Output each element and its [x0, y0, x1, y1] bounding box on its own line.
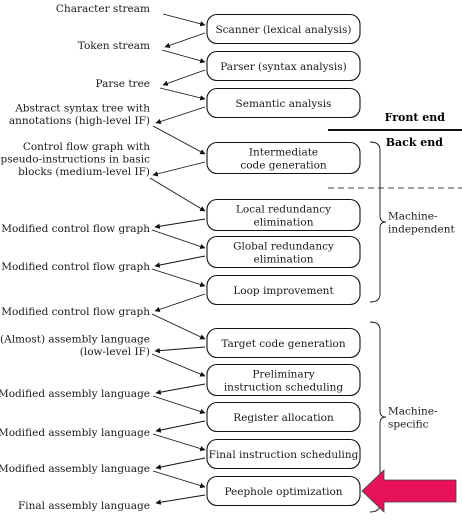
- highlight-arrow: [361, 469, 457, 513]
- flow-arrow: [155, 420, 206, 433]
- phase-box: Register allocation: [206, 401, 361, 433]
- data-label: Modified control flow graph: [1, 223, 150, 235]
- front-end-label: Front end: [385, 111, 446, 124]
- phase-label: Peephole optimization: [224, 486, 342, 498]
- flow-arrow: [152, 433, 206, 452]
- flow-arrow: [159, 87, 206, 101]
- flow-arrow: [161, 49, 206, 64]
- machine-independent-brace: [369, 141, 387, 303]
- front-back-divider: Front end Back end: [328, 111, 462, 189]
- data-label: Final assembly language: [18, 500, 150, 512]
- phase-label: Scanner (lexical analysis): [215, 24, 351, 36]
- data-label: Modified control flow graph: [1, 261, 150, 273]
- phase-label: Parser (syntax analysis): [220, 61, 347, 73]
- flow-arrow: [164, 32, 206, 48]
- flow-arrow: [154, 255, 206, 268]
- flow-arrow: [152, 395, 206, 415]
- flow-arrow: [155, 457, 206, 470]
- phase-box: Peephole optimization: [206, 475, 361, 507]
- data-label: Parse tree: [96, 78, 150, 90]
- flow-arrow: [155, 106, 206, 125]
- flow-arrow: [155, 494, 206, 505]
- phase-box: Target code generation: [206, 327, 361, 359]
- phase-box: Final instruction scheduling: [206, 438, 361, 470]
- flow-arrow: [154, 346, 206, 354]
- highlight-arrow-shape: [361, 469, 457, 513]
- machine-independent-label: Machine-independent: [388, 211, 455, 236]
- phase-box: Scanner (lexical analysis): [206, 13, 361, 45]
- flow-arrow: [151, 353, 206, 377]
- data-label: Modified assembly language: [0, 427, 150, 439]
- flow-arrow: [155, 383, 206, 395]
- phase-box: Semantic analysis: [206, 87, 361, 119]
- flow-arrows: [149, 13, 206, 505]
- flow-arrow: [152, 470, 206, 489]
- back-end-label: Back end: [386, 136, 444, 149]
- flow-arrow: [154, 293, 206, 312]
- phase-label: Target code generation: [221, 338, 346, 350]
- flow-arrow: [152, 125, 206, 155]
- data-label: Modified assembly language: [0, 463, 150, 475]
- flow-arrow: [151, 268, 206, 288]
- data-label: Character stream: [56, 3, 150, 15]
- flow-arrow: [162, 69, 206, 86]
- flow-arrow: [151, 229, 206, 249]
- data-label: Modified assembly language: [0, 388, 150, 400]
- data-label: Modified control flow graph: [1, 306, 150, 318]
- phase-label: Register allocation: [233, 412, 334, 424]
- phase-label: Semantic analysis: [236, 98, 332, 110]
- data-label: (Almost) assembly language(low-level IF): [0, 334, 150, 359]
- machine-specific-label: Machine-specific: [388, 406, 438, 431]
- data-label: Token stream: [78, 40, 150, 52]
- phase-label: Loop improvement: [233, 285, 334, 297]
- phase-label: Final instruction scheduling: [209, 449, 359, 461]
- flow-arrow: [149, 177, 206, 212]
- flow-arrow: [151, 313, 206, 340]
- phase-boxes: Scanner (lexical analysis) Parser (syntax…: [206, 13, 361, 507]
- phase-box: Parser (syntax analysis): [206, 50, 361, 82]
- flow-arrow: [162, 13, 206, 27]
- flow-arrow: [152, 161, 206, 177]
- phase-box: Loop improvement: [206, 274, 361, 306]
- flow-arrow: [154, 218, 206, 229]
